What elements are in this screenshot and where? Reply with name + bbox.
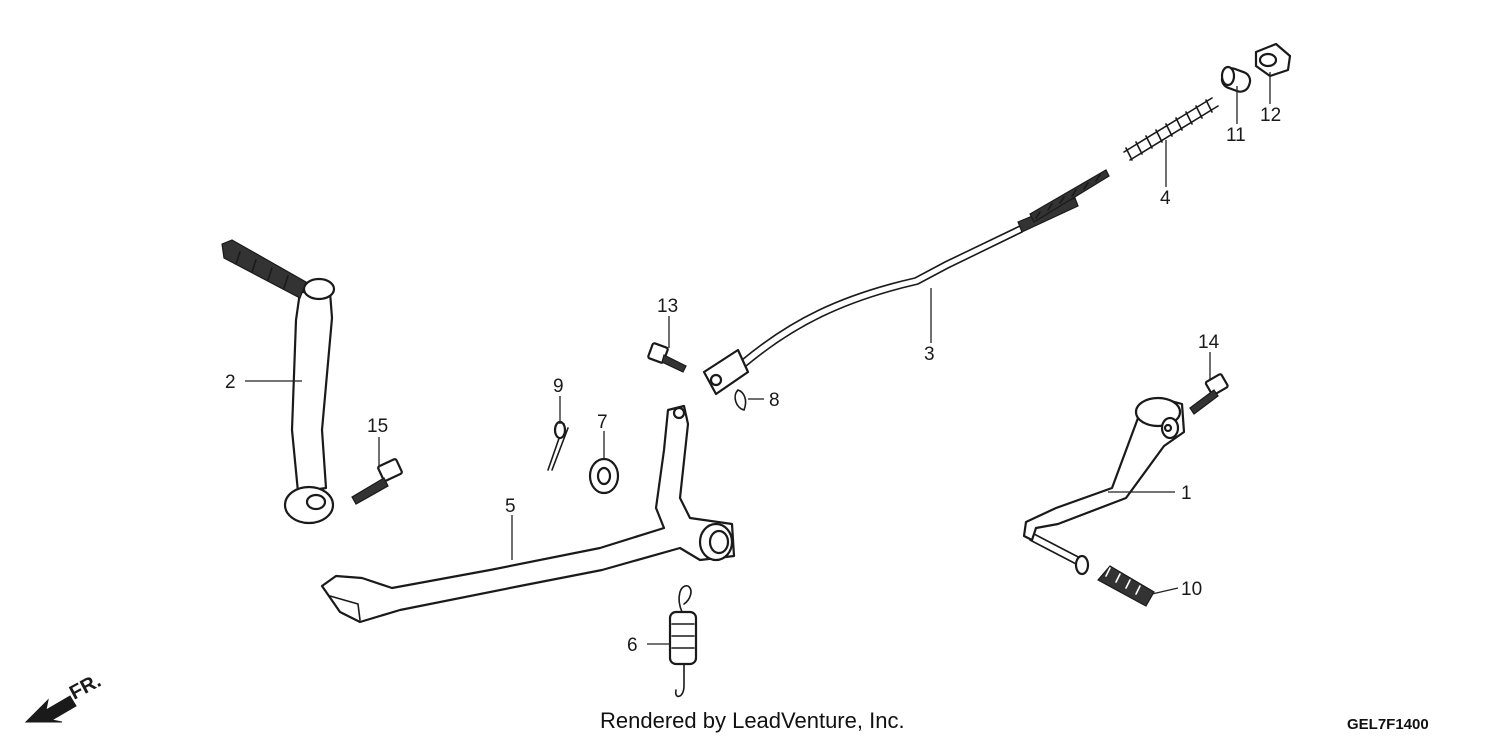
callout-10: 10: [1181, 579, 1202, 600]
gearshift-pedal-part-1[interactable]: [1022, 396, 1186, 576]
callout-2: 2: [225, 372, 236, 393]
callout-1: 1: [1181, 483, 1192, 504]
kick-arm-part-2[interactable]: [221, 239, 336, 525]
return-spring-part-6[interactable]: [668, 585, 698, 698]
callout-13: 13: [657, 296, 678, 317]
callout-3: 3: [924, 344, 935, 365]
adjuster-spring-part-4[interactable]: [1123, 97, 1219, 161]
diagram-code: GEL7F1400: [1347, 716, 1429, 733]
callout-numbers: 1 2 3 4 5 6 7 8 9 10 11 12 13 14 15: [225, 105, 1281, 656]
joint-part-11[interactable]: [1219, 65, 1252, 94]
callout-6: 6: [627, 635, 638, 656]
pedal-rubber-part-10[interactable]: [1097, 565, 1155, 607]
leader-lines: [245, 72, 1271, 645]
callout-9: 9: [553, 376, 564, 397]
cotter-pin-part-9[interactable]: [547, 420, 569, 471]
bolt-part-14[interactable]: [1189, 373, 1229, 415]
callout-5: 5: [505, 496, 516, 517]
callout-8: 8: [769, 390, 780, 411]
front-arrow-icon: [24, 695, 77, 723]
render-credit: Rendered by LeadVenture, Inc.: [600, 708, 905, 733]
clip-part-8[interactable]: [734, 389, 747, 411]
callout-11: 11: [1226, 125, 1246, 146]
bolt-part-15[interactable]: [351, 458, 403, 505]
bolt-part-13[interactable]: [647, 342, 687, 373]
brake-rod-part-3[interactable]: [702, 169, 1110, 396]
callout-12: 12: [1260, 105, 1281, 126]
front-direction-indicator: FR.: [24, 670, 105, 723]
callout-7: 7: [597, 412, 608, 433]
washer-part-7[interactable]: [588, 457, 620, 495]
callout-15: 15: [367, 416, 388, 437]
callout-4: 4: [1160, 188, 1171, 209]
callout-14: 14: [1198, 332, 1220, 353]
adjusting-nut-part-12[interactable]: [1254, 42, 1292, 78]
brake-pedal-part-5[interactable]: [320, 404, 736, 624]
